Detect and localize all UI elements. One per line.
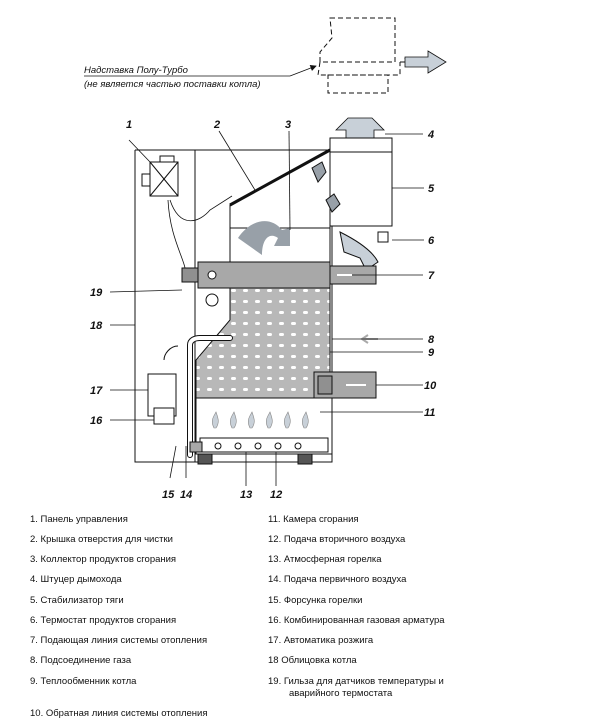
legend-item-11: 11. Камера сгорания	[268, 514, 359, 525]
legend-item-2: 2. Крышка отверстия для чистки	[30, 534, 173, 545]
callout-7: 7	[428, 270, 435, 282]
exhaust-arrow-addon	[404, 50, 447, 74]
legend-item-6: 6. Термостат продуктов сгорания	[30, 615, 177, 626]
addon-note-title: Надставка Полу-Турбо	[84, 65, 188, 76]
legend-item-5: 5. Стабилизатор тяги	[30, 595, 124, 606]
legend-item-15: 15. Форсунка горелки	[268, 595, 363, 606]
callout-13: 13	[240, 489, 252, 501]
legend-item-8: 8. Подсоединение газа	[30, 655, 132, 666]
legend-item-19: 19. Гильза для датчиков температуры и	[268, 676, 444, 687]
semi-turbo-addon	[317, 17, 406, 94]
return-pipe	[313, 371, 377, 399]
callout-5: 5	[428, 183, 435, 195]
callout-18: 18	[90, 320, 103, 332]
callout-10: 10	[424, 380, 437, 392]
callout-17: 17	[90, 385, 103, 397]
callout-2: 2	[213, 119, 220, 131]
legend-item-17: 17. Автоматика розжига	[268, 635, 374, 646]
flue-collector	[229, 148, 331, 267]
callout-4: 4	[427, 129, 434, 141]
gas-valve-unit	[147, 345, 179, 425]
legend-item-3: 3. Коллектор продуктов сгорания	[30, 554, 177, 565]
legend-item-7: 7. Подающая линия системы отопления	[30, 635, 208, 646]
callout-16: 16	[90, 415, 103, 427]
heat-exchanger	[195, 287, 331, 399]
draught-diverter	[311, 137, 393, 271]
legend-item-4: 4. Штуцер дымохода	[30, 574, 122, 585]
callout-9: 9	[428, 347, 435, 359]
callout-1: 1	[126, 119, 132, 131]
callout-12: 12	[270, 489, 282, 501]
legend-item-9: 9. Теплообменник котла	[30, 676, 137, 687]
callout-19: 19	[90, 287, 103, 299]
control-panel	[141, 155, 233, 276]
callout-leaders	[109, 130, 424, 486]
boiler-diagram: Надставка Полу-Турбо (не является частью…	[84, 17, 447, 501]
exhaust-arrow	[335, 117, 385, 139]
boiler-casing	[134, 149, 333, 463]
callout-11: 11	[424, 407, 435, 419]
legend-item-18: 18 Облицовка котла	[268, 655, 357, 666]
legend-item-19-cont: аварийного термостата	[289, 688, 393, 699]
legend-item-16: 16. Комбинированная газовая арматура	[268, 615, 445, 626]
combustion-chamber	[189, 397, 333, 465]
callout-8: 8	[428, 334, 435, 346]
legend-item-14: 14. Подача первичного воздуха	[268, 574, 407, 585]
legend-item-10: 10. Обратная линия системы отопления	[30, 708, 208, 719]
callout-6: 6	[428, 235, 435, 247]
callout-15: 15	[162, 489, 175, 501]
legend-item-13: 13. Атмосферная горелка	[268, 554, 382, 565]
legend-item-12: 12. Подача вторичного воздуха	[268, 534, 406, 545]
legend-item-1: 1. Панель управления	[30, 514, 128, 525]
callout-14: 14	[180, 489, 192, 501]
addon-note-subtitle: (не является частью поставки котла)	[84, 79, 261, 90]
callout-3: 3	[285, 119, 291, 131]
supply-pipe	[181, 261, 377, 289]
